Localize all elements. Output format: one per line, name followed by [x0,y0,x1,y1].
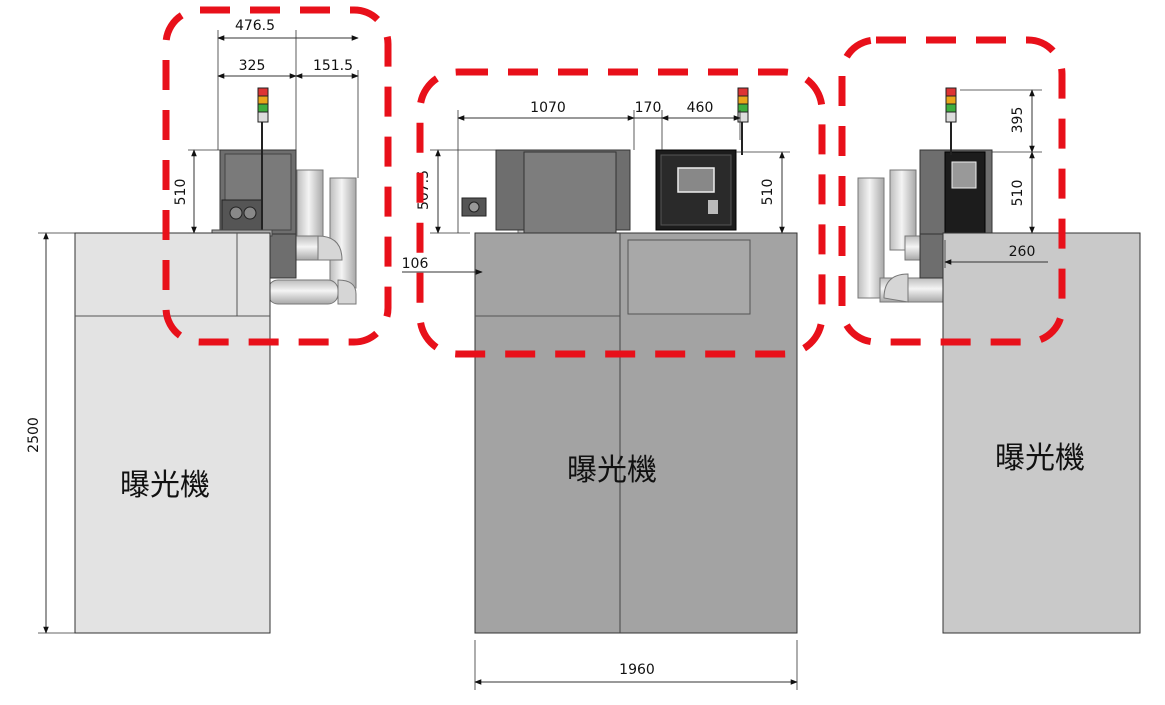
dim-left-510: 510 [173,179,189,206]
left-top-unit [211,120,297,279]
right-dimensions: 395 510 260 [944,89,1048,268]
left-machine-label: 曝光機 [120,468,210,503]
left-highlight-box [162,6,392,346]
front-machine-label: 曝光機 [567,453,657,488]
dim-front-106: 106 [402,256,429,272]
dim-right-260: 260 [1009,244,1036,260]
signal-tower-icon [257,87,269,123]
right-top-unit [919,122,993,279]
dim-front-510: 510 [760,179,776,206]
right-highlight-box [838,36,1066,346]
dim-front-1070: 1070 [530,100,566,116]
dim-left-325: 325 [239,58,266,74]
dim-overall-height: 2500 [26,417,42,453]
dim-left-total: 476.5 [235,18,275,34]
right-side-view: 曝光機 395 510 260 [838,36,1141,634]
front-control-cabinet [655,120,743,231]
dim-front-width: 1960 [619,662,655,678]
right-exposure-machine: 曝光機 [942,232,1141,634]
front-view: 曝光機 1070 170 460 507.5 510 106 [402,68,826,690]
front-highlight-box [416,68,826,358]
dim-front-460: 460 [687,100,714,116]
dim-front-170: 170 [635,100,662,116]
left-side-view: 曝光機 476.5 325 151.5 510 2500 [26,6,392,634]
front-signal-tower-icon [737,87,749,123]
right-signal-tower-icon [945,87,957,123]
left-dimensions: 476.5 325 151.5 510 2500 [26,18,359,634]
dim-right-395: 395 [1010,107,1026,134]
left-exposure-machine: 曝光機 [74,232,271,634]
dim-right-510: 510 [1010,180,1026,207]
dim-left-151: 151.5 [313,58,353,74]
right-machine-label: 曝光機 [995,441,1085,476]
right-control-screen-icon [951,161,977,189]
control-screen-icon [677,167,715,193]
front-exposure-machine: 曝光機 [474,232,798,634]
